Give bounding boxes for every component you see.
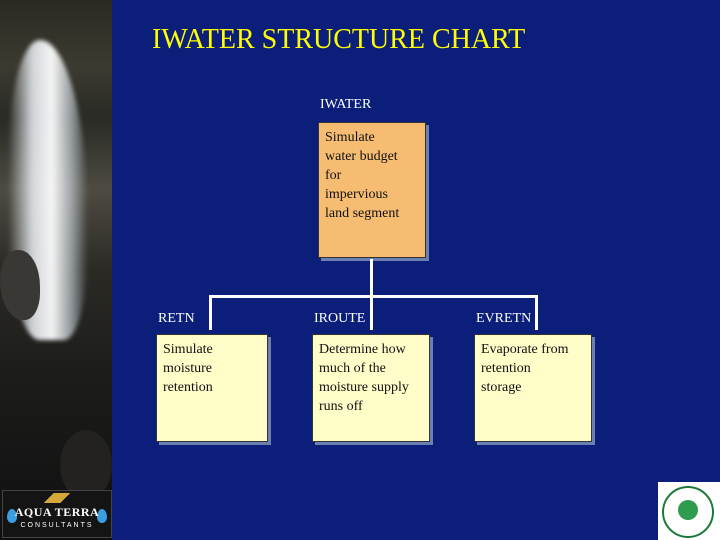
root-box: Simulate water budget for impervious lan…	[318, 122, 426, 258]
child-desc-line: Evaporate from	[481, 342, 569, 357]
child-box-iroute: Determine how much of the moisture suppl…	[312, 334, 430, 442]
waterfall-photo	[0, 0, 112, 540]
root-desc-line: water budget	[325, 149, 398, 164]
child-desc-line: moisture	[163, 361, 212, 376]
child-box-evretn: Evaporate from retention storage	[474, 334, 592, 442]
child-box-retn: Simulate moisture retention	[156, 334, 268, 442]
mountain-icon	[21, 493, 93, 503]
slide-title: IWATER STRUCTURE CHART	[152, 24, 526, 55]
logo-name: AQUA TERRA	[14, 505, 100, 519]
root-desc-line: for	[325, 168, 342, 183]
child-desc-line: much of the	[319, 361, 386, 376]
child-desc-line: Determine how	[319, 342, 406, 357]
connector-root-vertical	[370, 259, 373, 297]
aqua-terra-logo: AQUA TERRA CONSULTANTS	[2, 490, 112, 538]
rock	[60, 430, 112, 500]
child-label-evretn: EVRETN	[476, 311, 532, 326]
child-desc-line: Simulate	[163, 342, 213, 357]
logo-subtitle: CONSULTANTS	[20, 522, 94, 529]
connector-iroute	[370, 295, 373, 330]
water-drop-icon	[7, 509, 17, 523]
water-drop-icon	[97, 509, 107, 523]
seal-ring	[662, 486, 714, 538]
flower-icon	[678, 500, 698, 520]
root-desc-line: Simulate	[325, 130, 375, 145]
child-desc-line: moisture supply	[319, 380, 409, 395]
rock	[0, 250, 40, 320]
child-desc-line: storage	[481, 380, 522, 395]
root-label: IWATER	[320, 97, 372, 112]
root-desc-line: impervious	[325, 187, 388, 202]
connector-retn	[209, 295, 212, 330]
child-label-iroute: IROUTE	[314, 311, 366, 326]
child-desc-line: runs off	[319, 399, 363, 414]
child-desc-line: retention	[163, 380, 213, 395]
child-label-retn: RETN	[158, 311, 195, 326]
root-desc-line: land segment	[325, 206, 400, 221]
connector-evretn	[535, 295, 538, 330]
epa-seal	[658, 482, 720, 540]
child-desc-line: retention	[481, 361, 531, 376]
connector-horizontal	[209, 295, 538, 298]
